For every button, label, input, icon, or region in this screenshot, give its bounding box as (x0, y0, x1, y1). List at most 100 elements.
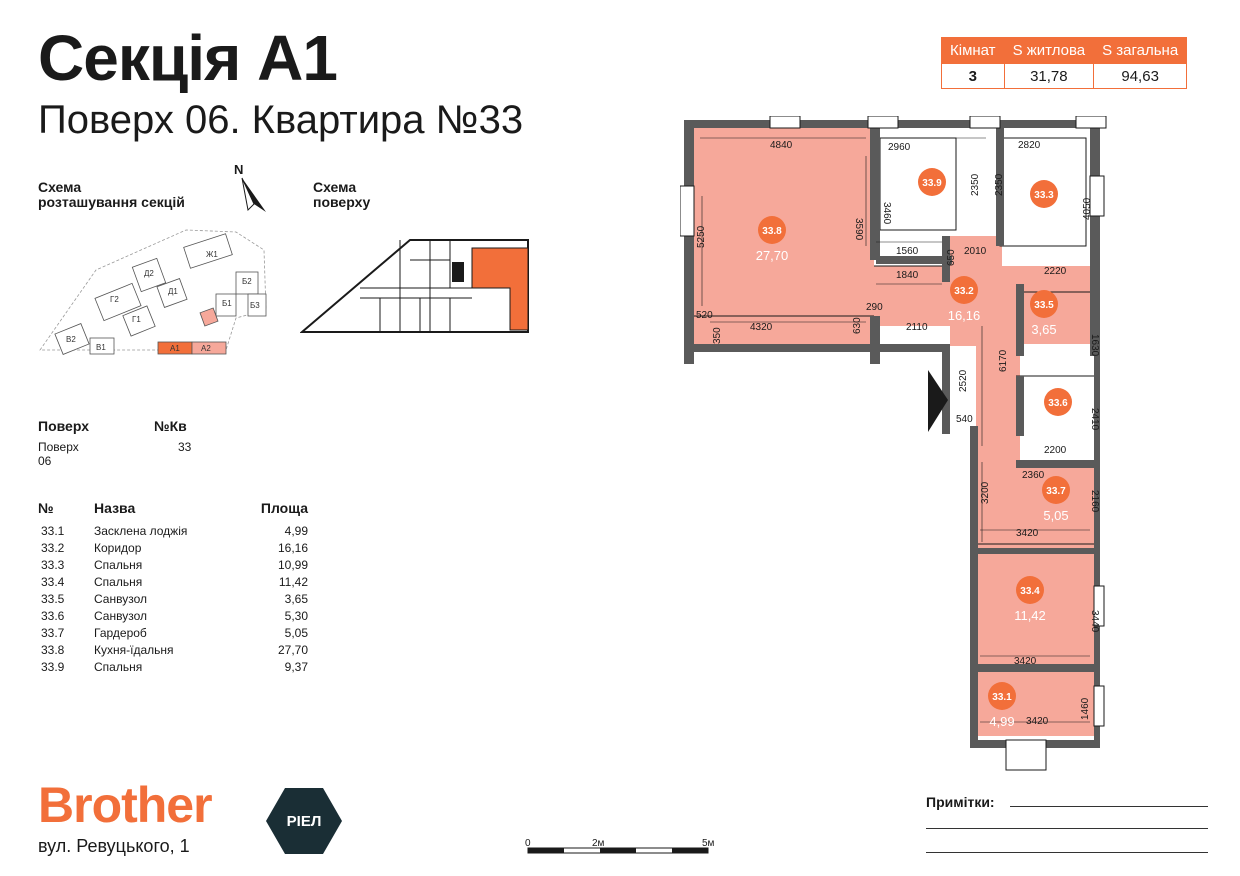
svg-text:3440: 3440 (1089, 610, 1100, 633)
room-name: Гардероб (94, 625, 147, 640)
room-name: Спальня (94, 557, 143, 572)
svg-text:Б3: Б3 (250, 301, 260, 310)
room-row: 33.9 Спальня 9,37 (38, 658, 308, 675)
svg-text:5250: 5250 (696, 225, 707, 248)
svg-text:В2: В2 (66, 335, 76, 344)
room-area: 5,30 (284, 608, 308, 623)
room-badge-id: 33.9 (922, 178, 942, 189)
room-name: Санвузол (94, 608, 147, 623)
room-no: 33.9 (41, 659, 65, 674)
room-row: 33.2 Коридор 16,16 (38, 539, 308, 556)
svg-text:А1: А1 (170, 344, 180, 353)
room-area: 10,99 (277, 557, 308, 572)
notes-label: Примітки: (926, 794, 995, 810)
room-name: Спальня (94, 659, 143, 674)
svg-text:3590: 3590 (853, 218, 864, 241)
svg-text:3460: 3460 (881, 202, 892, 225)
room-no: 33.7 (41, 625, 65, 640)
svg-text:1460: 1460 (1080, 697, 1091, 720)
room-area: 3,65 (284, 591, 308, 606)
room-area: 9,37 (284, 659, 308, 674)
room-name: Коридор (94, 540, 142, 555)
total-area-header: S загальна (1093, 37, 1188, 64)
svg-text:2350: 2350 (994, 173, 1005, 196)
svg-text:2м: 2м (592, 838, 605, 849)
col-name: Назва (94, 500, 136, 516)
rooms-count-value: 3 (941, 63, 1005, 89)
room-badge-id: 33.3 (1034, 190, 1054, 201)
brand-logo: Brother (38, 777, 213, 833)
total-area-value: 94,63 (1093, 63, 1188, 89)
room-badge (1030, 180, 1058, 208)
room-no: 33.6 (41, 608, 65, 623)
room-row: 33.7 Гардероб 5,05 (38, 624, 308, 641)
room-badge-id: 33.1 (992, 692, 1012, 703)
svg-text:2960: 2960 (888, 142, 911, 153)
svg-text:2200: 2200 (1044, 445, 1067, 456)
svg-text:Г2: Г2 (110, 295, 119, 304)
col-number: № (38, 500, 54, 516)
apt-number-header: №Кв (154, 418, 187, 434)
svg-text:2110: 2110 (906, 322, 928, 333)
svg-text:Д1: Д1 (168, 287, 178, 296)
notes-line-2[interactable] (926, 828, 1208, 829)
room-badge-area: 27,70 (756, 248, 789, 263)
room-no: 33.8 (41, 642, 65, 657)
room-name: Засклена лоджія (94, 523, 188, 538)
room-badge-id: 33.5 (1034, 300, 1054, 311)
svg-text:3420: 3420 (1026, 716, 1049, 727)
svg-text:Д2: Д2 (144, 269, 154, 278)
room-name: Санвузол (94, 591, 147, 606)
room-area: 5,05 (284, 625, 308, 640)
north-arrow-icon (242, 178, 266, 212)
room-badge (1030, 290, 1058, 318)
room-badge (918, 168, 946, 196)
room-badge-id: 33.8 (762, 226, 782, 237)
room-badge-id: 33.4 (1020, 586, 1040, 597)
svg-text:2410: 2410 (1089, 408, 1100, 431)
svg-text:РІЕЛ: РІЕЛ (287, 813, 322, 830)
col-area: Площа (260, 500, 308, 516)
room-no: 33.1 (41, 523, 65, 538)
room-badge (758, 216, 786, 244)
room-badge-id: 33.2 (954, 286, 974, 297)
room-badge-area: 5,30 (1045, 420, 1070, 435)
svg-text:В1: В1 (96, 343, 106, 352)
svg-text:2220: 2220 (1044, 266, 1067, 277)
room-badge-area: 9,37 (919, 200, 944, 215)
room-area: 16,16 (277, 540, 308, 555)
svg-text:3420: 3420 (1014, 656, 1037, 667)
room-name: Кухня-їдальня (94, 642, 174, 657)
svg-text:2520: 2520 (958, 369, 969, 392)
address: вул. Ревуцького, 1 (38, 836, 190, 856)
floor-header: Поверх (38, 418, 89, 434)
notes-line-3[interactable] (926, 852, 1208, 853)
svg-text:540: 540 (956, 414, 973, 425)
svg-text:3200: 3200 (980, 481, 991, 504)
svg-text:630: 630 (852, 317, 863, 334)
svg-text:Г1: Г1 (132, 315, 141, 324)
entrance-arrow-icon (928, 370, 948, 432)
svg-text:1630: 1630 (1089, 334, 1100, 357)
notes-line-1[interactable] (1010, 806, 1208, 807)
room-row: 33.8 Кухня-їдальня 27,70 (38, 641, 308, 658)
room-badge-id: 33.7 (1046, 486, 1066, 497)
room-no: 33.4 (41, 574, 65, 589)
room-badge (1044, 388, 1072, 416)
svg-text:4320: 4320 (750, 322, 773, 333)
room-badge-area: 4,99 (989, 714, 1014, 729)
svg-text:0: 0 (525, 838, 531, 849)
room-badge (950, 276, 978, 304)
svg-text:1840: 1840 (896, 270, 919, 281)
room-area: 27,70 (277, 642, 308, 657)
room-name: Спальня (94, 574, 143, 589)
location-scheme-label: Схема розташування секцій (38, 179, 185, 210)
room-badge-area: 3,65 (1031, 322, 1056, 337)
room-area: 11,42 (278, 574, 308, 589)
svg-text:350: 350 (712, 327, 723, 344)
svg-text:520: 520 (696, 310, 713, 321)
room-no: 33.2 (41, 540, 65, 555)
